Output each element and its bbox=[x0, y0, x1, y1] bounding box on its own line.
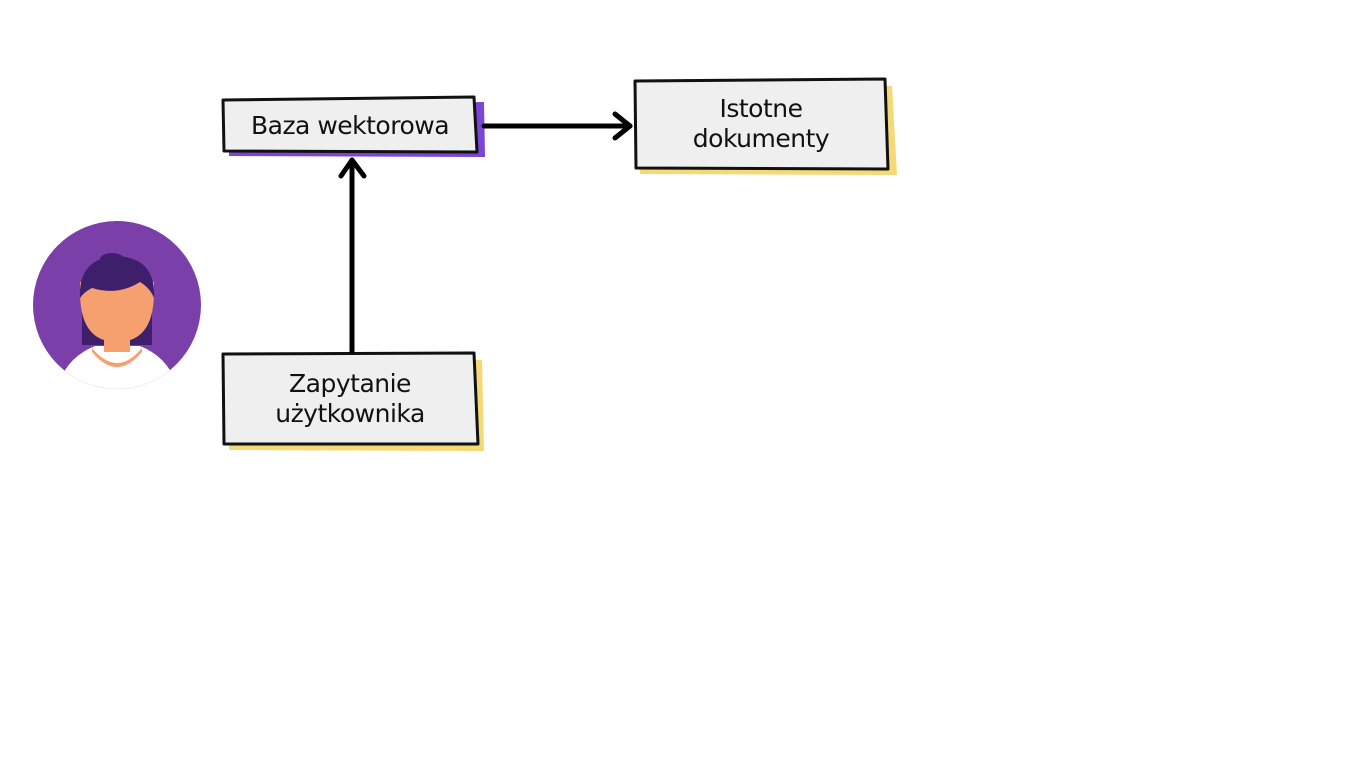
user-avatar-icon bbox=[33, 221, 201, 389]
arrow-query-to-vector-db bbox=[338, 157, 367, 354]
node-label-user-query: Zapytanie użytkownika bbox=[275, 369, 425, 428]
node-vector-db bbox=[221, 95, 485, 157]
node-label-vector-db: Baza wektorowa bbox=[250, 111, 450, 140]
node-user-query bbox=[221, 351, 484, 451]
node-relevant-docs bbox=[633, 77, 897, 175]
node-label-relevant-docs: Istotne dokumenty bbox=[692, 94, 830, 153]
arrow-vector-db-to-docs bbox=[481, 111, 633, 141]
